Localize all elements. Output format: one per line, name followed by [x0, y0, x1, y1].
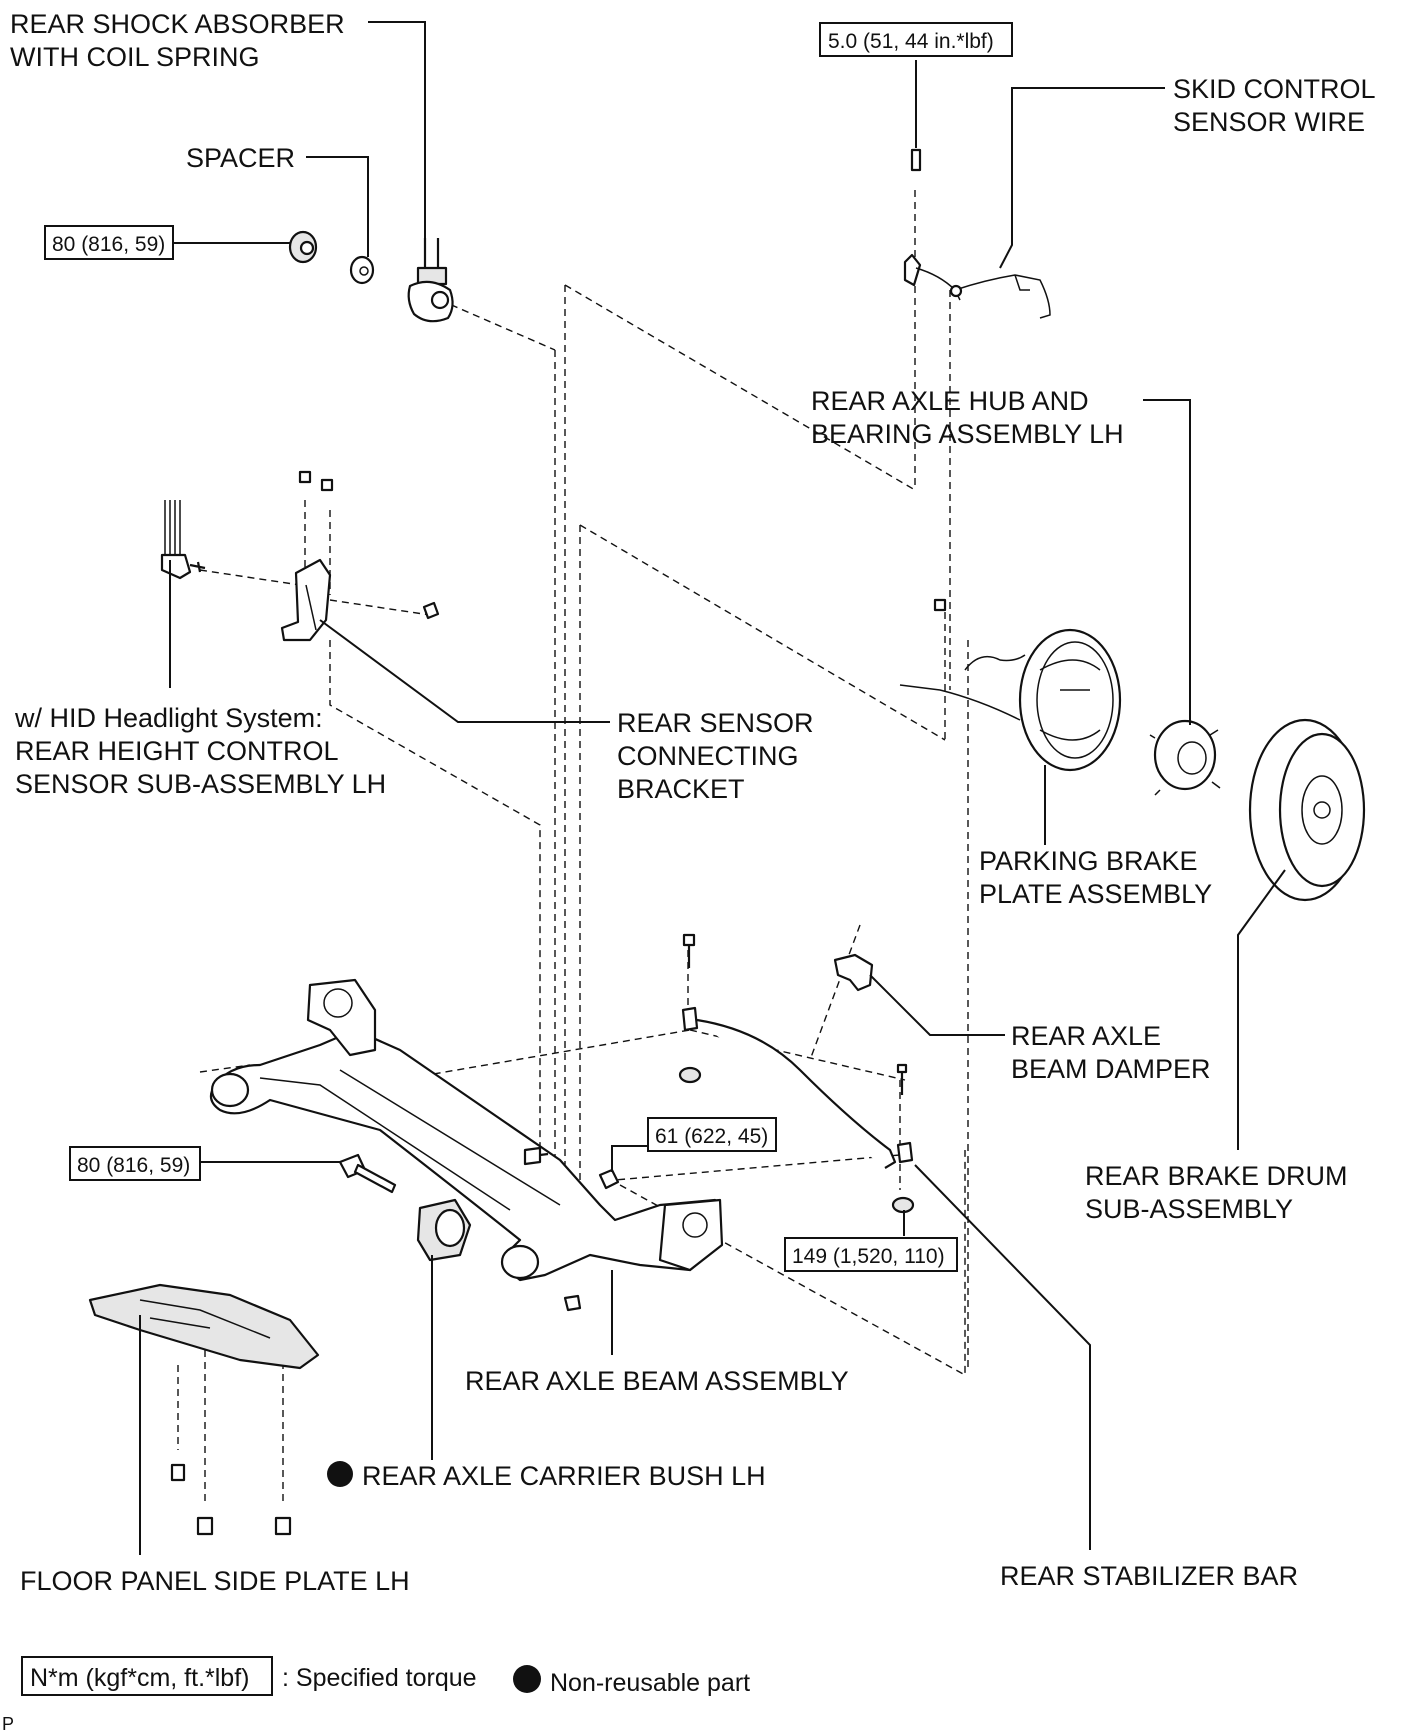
part-stabilizer-bar [678, 933, 915, 1214]
torque-box-61: 61 (622, 45) [647, 1117, 777, 1152]
label-axle-beam: REAR AXLE BEAM ASSEMBLY [465, 1366, 849, 1396]
legend: N*m (kgf*cm, ft.*lbf) : Specified torque… [21, 1656, 750, 1697]
legend-torque-unit: N*m (kgf*cm, ft.*lbf) [30, 1664, 249, 1692]
corner-mark: P [2, 1714, 14, 1734]
part-axle-beam [209, 978, 724, 1282]
svg-text:5.0 (51, 44 in.*lbf): 5.0 (51, 44 in.*lbf) [828, 30, 994, 53]
legend-nonreusable-text: Non-reusable part [550, 1669, 750, 1697]
legend-nonreusable-dot [513, 1665, 541, 1693]
label-skid-sensor-wire: SKID CONTROL SENSOR WIRE [1173, 74, 1382, 137]
assembly-dashed-lines [177, 190, 969, 1505]
torque-box-top: 80 (816, 59) [44, 225, 174, 260]
label-spacer: SPACER [186, 143, 295, 173]
label-brake-drum: REAR BRAKE DRUM SUB-ASSEMBLY [1085, 1161, 1355, 1224]
torque-box-149: 149 (1,520, 110) [784, 1237, 958, 1272]
part-spacer [349, 255, 375, 285]
part-axle-hub [1149, 719, 1221, 796]
label-beam-damper: REAR AXLE BEAM DAMPER [1011, 1021, 1211, 1084]
legend-torque-box [21, 1656, 273, 1696]
leader-lines [139, 21, 1286, 1555]
part-height-sensor [160, 500, 206, 580]
part-parking-brake-plate [899, 598, 1122, 772]
label-carrier-bush: REAR AXLE CARRIER BUSH LH [362, 1461, 766, 1491]
torque-box-mid: 80 (816, 59) [69, 1146, 201, 1181]
label-height-sensor: w/ HID Headlight System: REAR HEIGHT CON… [14, 703, 386, 799]
part-nut-top [288, 230, 318, 264]
legend-torque-text: : Specified torque [282, 1664, 477, 1692]
part-beam-damper [833, 953, 874, 992]
torque-box-skid: 5.0 (51, 44 in.*lbf) [819, 22, 1013, 57]
label-floor-plate: FLOOR PANEL SIDE PLATE LH [20, 1566, 410, 1596]
part-carrier-bush [416, 1198, 472, 1262]
label-axle-hub: REAR AXLE HUB AND BEARING ASSEMBLY LH [811, 386, 1124, 449]
part-brake-drum [1248, 718, 1366, 902]
part-sensor-bracket [280, 470, 440, 642]
label-sensor-bracket: REAR SENSOR CONNECTING BRACKET [617, 708, 821, 804]
label-shock-absorber: REAR SHOCK ABSORBER WITH COIL SPRING [10, 9, 352, 72]
svg-text:80 (816, 59): 80 (816, 59) [52, 233, 165, 256]
label-parking-brake: PARKING BRAKE PLATE ASSEMBLY [979, 846, 1212, 909]
label-stabilizer-bar: REAR STABILIZER BAR [1000, 1561, 1298, 1591]
nonreusable-marker-bush [327, 1461, 353, 1487]
part-bolt-61 [523, 1146, 620, 1312]
svg-text:80 (816, 59): 80 (816, 59) [77, 1154, 190, 1177]
svg-text:149 (1,520, 110): 149 (1,520, 110) [792, 1245, 945, 1268]
part-shock-absorber [407, 238, 454, 323]
part-skid-sensor-wire [903, 148, 1051, 319]
part-bolt-mid [338, 1153, 397, 1194]
svg-text:61 (622, 45): 61 (622, 45) [655, 1125, 768, 1148]
part-floor-side-plate [88, 1283, 320, 1536]
